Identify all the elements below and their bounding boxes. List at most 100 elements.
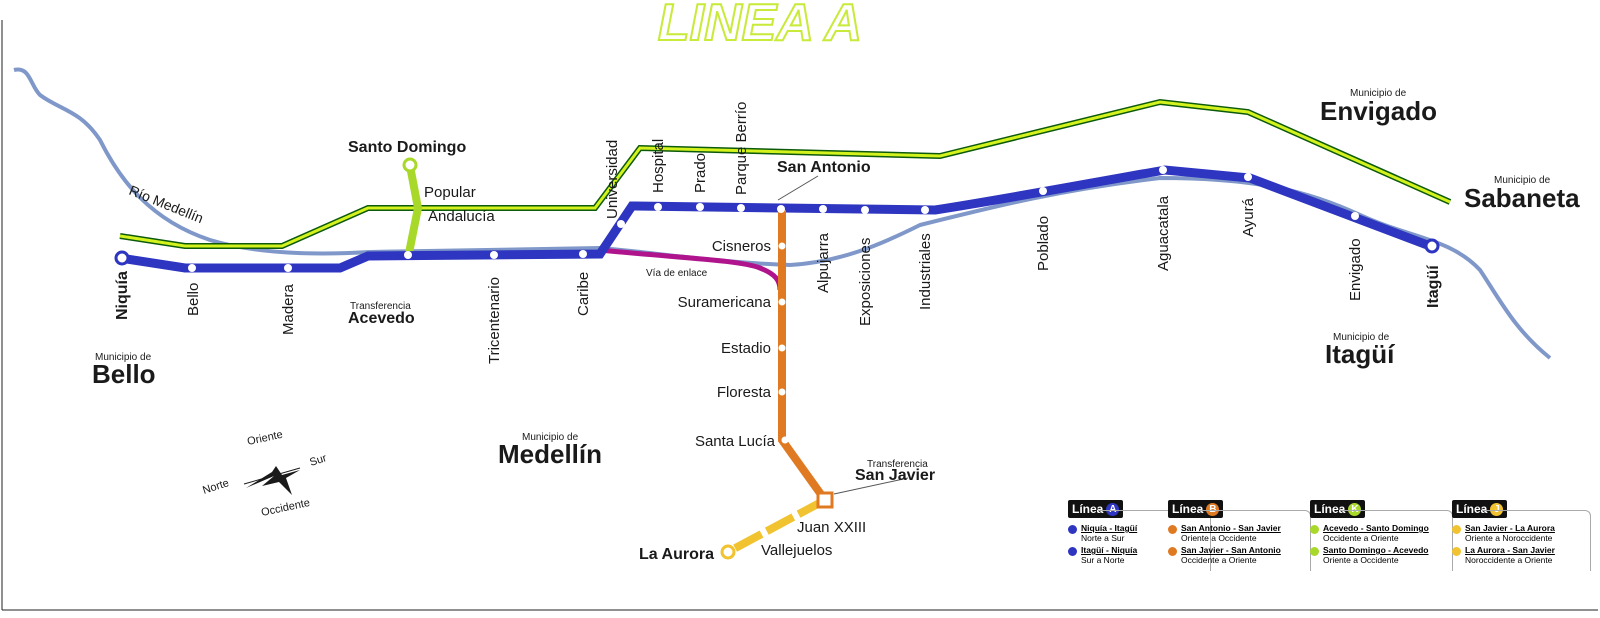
station-label-envigado[interactable]: Envigado <box>1347 238 1364 301</box>
station-label-floresta[interactable]: Floresta <box>717 384 772 401</box>
svg-text:Itagüí: Itagüí <box>1325 339 1395 369</box>
station-itagui-terminal[interactable] <box>1424 238 1440 254</box>
station-label-la-aurora[interactable]: La Aurora <box>639 546 714 563</box>
station-la-aurora-terminal[interactable] <box>720 544 736 560</box>
station-label-vallejuelos[interactable]: Vallejuelos <box>761 542 832 559</box>
station-label-poblado[interactable]: Poblado <box>1035 216 1052 271</box>
station-label-universidad[interactable]: Universidad <box>604 140 621 219</box>
svg-text:Municipio de: Municipio de <box>1350 88 1407 99</box>
station-label-prado[interactable]: Prado <box>692 153 709 193</box>
station-label-aguacatala[interactable]: Aguacatala <box>1155 195 1172 271</box>
line-k-track <box>404 165 423 259</box>
station-label-hospital[interactable]: Hospital <box>650 139 667 193</box>
station-label-san-javier[interactable]: San Javier <box>855 467 935 484</box>
legend-dot-icon <box>1068 525 1077 534</box>
station-label-itagui[interactable]: Itagüí <box>1425 265 1442 308</box>
svg-text:Medellín: Medellín <box>498 439 602 469</box>
station-label-industriales[interactable]: Industriales <box>917 233 934 310</box>
legend-dot-icon <box>1310 525 1319 534</box>
station-label-alpujarra[interactable]: Alpujarra <box>815 232 832 293</box>
line-a-track <box>119 165 1432 273</box>
station-san-javier-transfer[interactable] <box>816 491 834 509</box>
station-label-tricentenario[interactable]: Tricentenario <box>486 277 503 364</box>
station-dot-exposiciones[interactable] <box>861 206 869 214</box>
station-dot-bello[interactable] <box>188 264 196 272</box>
station-dot-floresta[interactable] <box>778 388 786 396</box>
legend-box-b <box>1198 510 1311 571</box>
station-dot-estadio[interactable] <box>778 344 786 352</box>
station-label-popular[interactable]: Popular <box>424 184 476 201</box>
svg-text:Sabaneta: Sabaneta <box>1464 183 1580 213</box>
station-dot-universidad[interactable] <box>617 220 625 228</box>
line-a-station-dots <box>188 166 1359 272</box>
station-dot-prado[interactable] <box>696 203 704 211</box>
station-niquia-terminal[interactable] <box>114 250 130 266</box>
legend-dot-icon <box>1068 547 1077 556</box>
station-label-parque-berrio[interactable]: Parque Berrío <box>733 102 750 195</box>
station-label-santo-domingo[interactable]: Santo Domingo <box>348 139 466 156</box>
legend-dot-icon <box>1168 547 1177 556</box>
station-label-bello[interactable]: Bello <box>185 283 202 316</box>
station-dot-acevedo[interactable] <box>404 251 412 259</box>
station-dot-aguacatala[interactable] <box>1159 166 1167 174</box>
station-dot-envigado[interactable] <box>1351 212 1359 220</box>
station-dot-parque-berrio[interactable] <box>737 204 745 212</box>
station-dot-santa-lucia[interactable] <box>781 436 789 444</box>
municipality-itagui: Municipio de Itagüí <box>1325 332 1395 369</box>
compass-south: Sur <box>308 452 328 469</box>
station-dot-alpujarra[interactable] <box>819 205 827 213</box>
legend-dot-icon <box>1452 547 1461 556</box>
svg-text:Envigado: Envigado <box>1320 96 1437 126</box>
enlace-track <box>599 247 783 291</box>
station-label-cisneros[interactable]: Cisneros <box>712 238 771 255</box>
station-label-estadio[interactable]: Estadio <box>721 340 771 357</box>
station-dot-madera[interactable] <box>284 264 292 272</box>
station-label-acevedo[interactable]: Acevedo <box>348 310 415 327</box>
legend-badge-b-icon: B <box>1206 502 1220 516</box>
line-b-station-dots <box>778 242 789 444</box>
san-javier-transfer-label: Transferencia <box>867 459 928 470</box>
station-label-madera[interactable]: Madera <box>280 283 297 335</box>
station-santo-domingo-terminal[interactable] <box>402 157 418 173</box>
station-label-santa-lucia[interactable]: Santa Lucía <box>695 433 776 450</box>
enlace-label: Vía de enlace <box>646 268 708 279</box>
station-dot-san-antonio[interactable] <box>777 205 785 213</box>
station-dot-poblado[interactable] <box>1039 187 1047 195</box>
station-label-exposiciones[interactable]: Exposiciones <box>857 238 874 326</box>
acevedo-transfer-label: Transferencia <box>350 301 411 312</box>
station-dot-suramericana[interactable] <box>778 298 786 306</box>
station-dot-hospital[interactable] <box>654 203 662 211</box>
compass-star-icon <box>246 466 300 495</box>
station-label-andalucia[interactable]: Andalucía <box>428 208 495 225</box>
station-label-juan-xxiii[interactable]: Juan XXIII <box>797 519 866 536</box>
station-label-ayura[interactable]: Ayurá <box>1240 197 1257 237</box>
station-label-san-antonio[interactable]: San Antonio <box>777 159 871 176</box>
station-label-caribe[interactable]: Caribe <box>575 272 592 316</box>
station-dot-ayura[interactable] <box>1244 173 1252 181</box>
station-dot-tricentenario[interactable] <box>490 251 498 259</box>
station-dot-cisneros[interactable] <box>778 242 786 250</box>
legend-dot-icon <box>1310 547 1319 556</box>
station-dot-caribe[interactable] <box>579 250 587 258</box>
line-j-track <box>726 496 827 556</box>
station-label-suramericana[interactable]: Suramericana <box>678 294 772 311</box>
municipality-medellin: Municipio de Medellín <box>498 432 602 469</box>
map-title: LINEA A <box>658 0 862 52</box>
station-label-niquia[interactable]: Niquía <box>114 271 131 320</box>
station-dot-industriales[interactable] <box>921 206 929 214</box>
municipality-envigado: Municipio de Envigado <box>1320 88 1437 126</box>
legend-badge-j-icon: J <box>1490 502 1504 516</box>
